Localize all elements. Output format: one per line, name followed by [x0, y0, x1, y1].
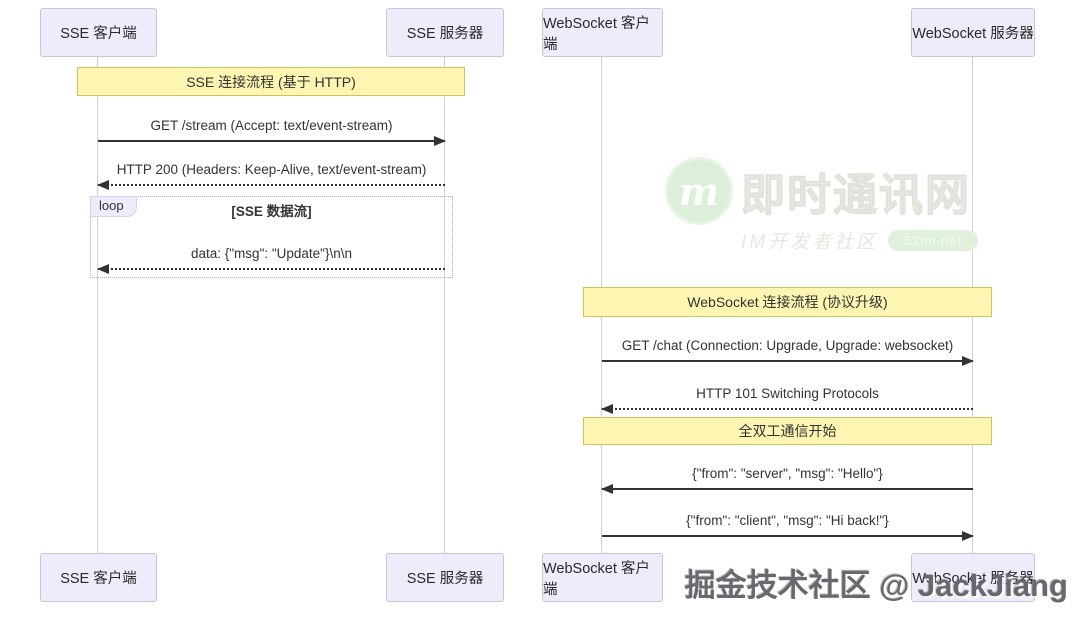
watermark-title: 即时通讯网 [740, 170, 971, 220]
message-sse-get: GET /stream (Accept: text/event-stream) [98, 104, 446, 146]
message-sse-200-text: HTTP 200 (Headers: Keep-Alive, text/even… [116, 162, 427, 177]
note-duplex: 全双工通信开始 [583, 417, 992, 445]
watermark-badge: 52im.net [888, 230, 978, 251]
message-sse-get-text: GET /stream (Accept: text/event-stream) [150, 118, 393, 133]
arrow-solid-right [98, 136, 446, 146]
message-ws-hello-text: {"from": "server", "msg": "Hello"} [692, 466, 883, 481]
arrow-solid-right [602, 531, 974, 541]
loop-frame: loop [SSE 数据流] [90, 196, 453, 278]
actor-bottom-ws-server: WebSocket 服务器 [911, 553, 1035, 602]
bottom-watermark: 掘金技术社区 @ JackJiang [684, 568, 1068, 603]
lifeline-sse-server [444, 57, 445, 554]
message-ws-get-text: GET /chat (Connection: Upgrade, Upgrade:… [621, 338, 954, 353]
message-ws-hiback-text: {"from": "client", "msg": "Hi back!"} [686, 513, 889, 528]
message-sse-200: HTTP 200 (Headers: Keep-Alive, text/even… [97, 148, 445, 190]
note-ws-flow: WebSocket 连接流程 (协议升级) [583, 287, 992, 317]
im-logo-icon: m [665, 157, 733, 225]
lifeline-sse-client [97, 57, 98, 554]
message-ws-hiback: {"from": "client", "msg": "Hi back!"} [602, 499, 974, 541]
message-ws-hello: {"from": "server", "msg": "Hello"} [601, 452, 973, 494]
message-ws-101: HTTP 101 Switching Protocols [601, 372, 973, 414]
message-ws-101-text: HTTP 101 Switching Protocols [696, 386, 879, 401]
center-watermark: m 即时通讯网 IM开发者社区 52im.net [665, 157, 995, 254]
actor-bottom-sse-client: SSE 客户端 [40, 553, 157, 602]
message-sse-data: data: {"msg": "Update"}\n\n [97, 232, 445, 274]
actor-bottom-ws-client: WebSocket 客户端 [542, 553, 663, 602]
arrow-dashed-left [97, 180, 445, 190]
loop-condition: [SSE 数据流] [231, 204, 312, 219]
loop-label: loop [90, 196, 137, 217]
note-sse-flow: SSE 连接流程 (基于 HTTP) [77, 67, 465, 96]
actor-top-ws-server: WebSocket 服务器 [911, 8, 1035, 57]
message-ws-get: GET /chat (Connection: Upgrade, Upgrade:… [602, 324, 974, 366]
arrow-dashed-left [97, 264, 445, 274]
arrow-solid-left [601, 484, 973, 494]
actor-top-sse-client: SSE 客户端 [40, 8, 157, 57]
actor-top-ws-client: WebSocket 客户端 [542, 8, 663, 57]
arrow-solid-right [602, 356, 974, 366]
watermark-subtitle: IM开发者社区 [741, 232, 879, 253]
message-sse-data-text: data: {"msg": "Update"}\n\n [190, 246, 353, 261]
actor-bottom-sse-server: SSE 服务器 [386, 553, 504, 602]
arrow-dashed-left [601, 404, 973, 414]
actor-top-sse-server: SSE 服务器 [386, 8, 504, 57]
